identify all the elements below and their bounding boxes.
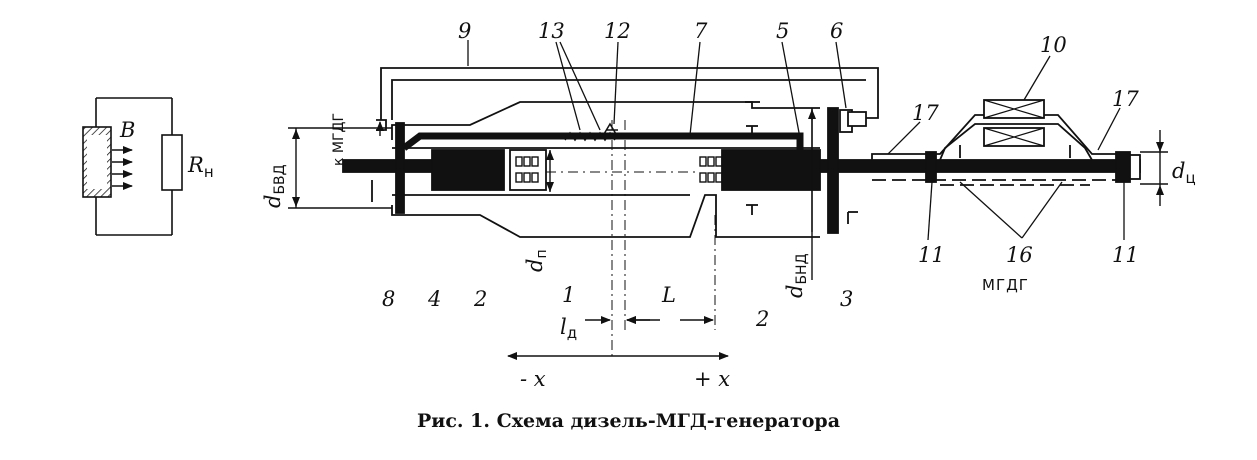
piston-rings-left	[515, 156, 539, 183]
callout-8: 8	[382, 287, 395, 311]
callout-10: 10	[1040, 33, 1067, 57]
callout-3: 3	[840, 287, 853, 311]
dimension-lines	[288, 108, 1168, 360]
callout-1: 1	[562, 283, 575, 307]
callout-16: 16	[1006, 243, 1033, 267]
shaft-right	[819, 159, 1141, 173]
l-d-label: lд	[560, 315, 577, 342]
callout-2-left: 2	[473, 287, 487, 311]
callout-numbers: 9 13 12 7 5 6 10 17 17 8 4 2 1 2 3 11 16…	[382, 19, 1139, 331]
d-p-label: dп	[523, 249, 550, 272]
coupling-11-left	[925, 151, 937, 183]
L-label: L	[661, 283, 676, 307]
callout-12: 12	[604, 19, 631, 43]
callout-11-left: 11	[918, 243, 945, 267]
load-resistor	[161, 134, 183, 191]
d-bvd-label: dБВД	[261, 164, 288, 208]
callout-6: 6	[830, 19, 843, 43]
d-c-label: dц	[1172, 159, 1196, 187]
callout-2-right: 2	[755, 307, 769, 331]
end-plate-4	[395, 122, 405, 214]
pipeline-9	[380, 67, 879, 120]
plus-x-label: + x	[694, 367, 730, 391]
generator-housing	[871, 114, 1116, 160]
engine-assembly	[342, 40, 1141, 360]
callout-4: 4	[427, 287, 441, 311]
mhd-generator-label: МГДГ	[982, 276, 1029, 294]
callout-11-right: 11	[1112, 243, 1139, 267]
to-mhd-label: к МГДГ	[331, 113, 347, 166]
outer-housing	[391, 101, 820, 140]
piston-rings-right	[699, 156, 723, 183]
minus-x-label: - x	[520, 367, 546, 391]
magnetic-field-label: B	[119, 118, 135, 142]
shaft-left	[342, 159, 434, 173]
d-bnd-label: dБНД	[783, 253, 810, 298]
load-resistance-label: Rн	[187, 153, 214, 181]
callout-5: 5	[776, 19, 789, 43]
field-arrows	[112, 146, 133, 190]
callout-9: 9	[458, 19, 471, 43]
callout-17-right: 17	[1112, 87, 1139, 111]
piston-right-2	[721, 149, 821, 191]
disk-3	[827, 107, 839, 234]
piston-left-2	[431, 149, 505, 191]
callout-13: 13	[538, 19, 565, 43]
bearing-5	[847, 111, 867, 127]
callout-17-left: 17	[912, 101, 939, 125]
injector-teeth-13	[564, 131, 616, 142]
callout-7: 7	[694, 19, 708, 43]
rod-7	[401, 132, 804, 160]
coupling-11-right	[1115, 151, 1131, 183]
figure-caption: Рис. 1. Схема дизель-МГД-генератора	[416, 410, 841, 432]
load-circuit	[82, 97, 183, 236]
